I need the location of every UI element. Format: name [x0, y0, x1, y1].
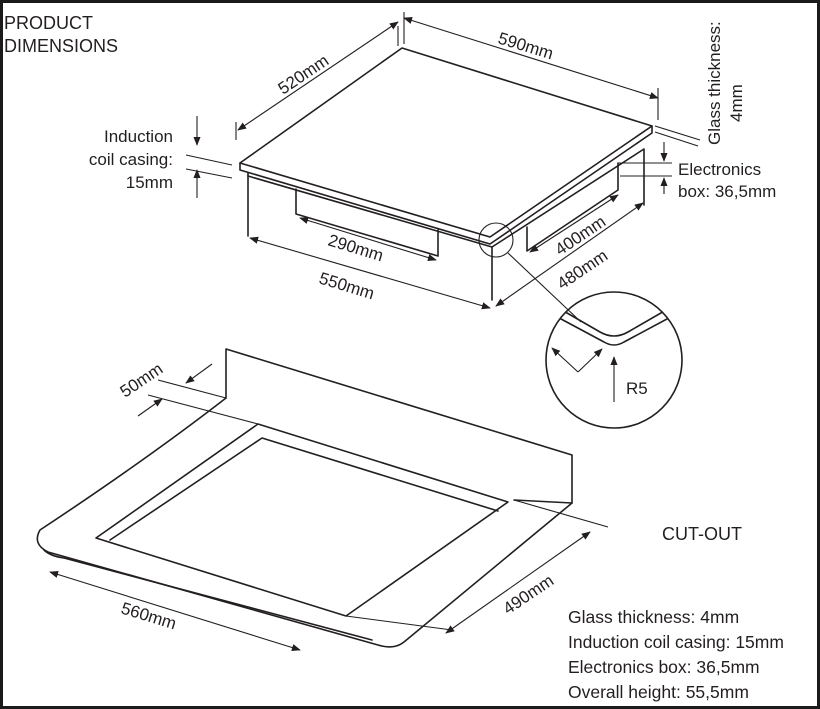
dim-coil-width-label: 290mm [326, 231, 386, 266]
corner-radius-label: R5 [626, 379, 648, 398]
glass-thickness-label: Glass thickness: [705, 21, 724, 145]
glass-thickness-value: 4mm [727, 84, 746, 122]
electronics-value: box: 36,5mm [678, 182, 776, 201]
dim-hob-depth: 520mm [235, 21, 399, 140]
dim-body-width-label: 550mm [317, 269, 377, 304]
dim-cutout-depth-label: 490mm [500, 571, 558, 618]
dim-hob-depth-label: 520mm [275, 51, 333, 98]
dim-electronics-box: Electronics box: 36,5mm [618, 142, 776, 201]
specs-list: Glass thickness: 4mm Induction coil casi… [568, 607, 784, 702]
dim-electronics-width: 400mm [529, 194, 619, 259]
dim-cutout-gap: 50mm [117, 359, 259, 425]
dim-cutout-width-label: 560mm [119, 599, 179, 634]
dim-coil-casing: Induction coil casing: 15mm [89, 116, 233, 198]
spec-coil-casing: Induction coil casing: 15mm [568, 632, 784, 652]
spec-overall-height: Overall height: 55,5mm [568, 682, 749, 702]
header-title-line2: DIMENSIONS [4, 36, 118, 56]
hob-drawing [239, 47, 653, 323]
spec-electronics-box: Electronics box: 36,5mm [568, 657, 760, 677]
coil-value: 15mm [126, 173, 173, 192]
electronics-label: Electronics [678, 160, 761, 179]
dim-hob-width-label: 590mm [496, 29, 556, 64]
dim-glass-thickness: Glass thickness: 4mm [654, 21, 746, 147]
zoom-circle [545, 291, 683, 429]
cutout-title: CUT-OUT [662, 524, 742, 544]
cutout-drawing [36, 348, 573, 648]
worktop-outline [36, 397, 573, 648]
corner-radius-detail: R5 [545, 291, 683, 429]
spec-glass-thickness: Glass thickness: 4mm [568, 607, 739, 627]
cutout-inner-wall [109, 437, 499, 541]
dim-hob-width: 590mm [403, 12, 659, 120]
hob-body-front [247, 175, 493, 301]
worktop-front-edge [43, 549, 373, 641]
header-title-line1: PRODUCT [4, 13, 93, 33]
coil-label-1: Induction [104, 127, 173, 146]
coil-label-2: coil casing: [89, 150, 173, 169]
cutout-back-wall [225, 348, 573, 504]
cutout-opening [95, 423, 509, 617]
